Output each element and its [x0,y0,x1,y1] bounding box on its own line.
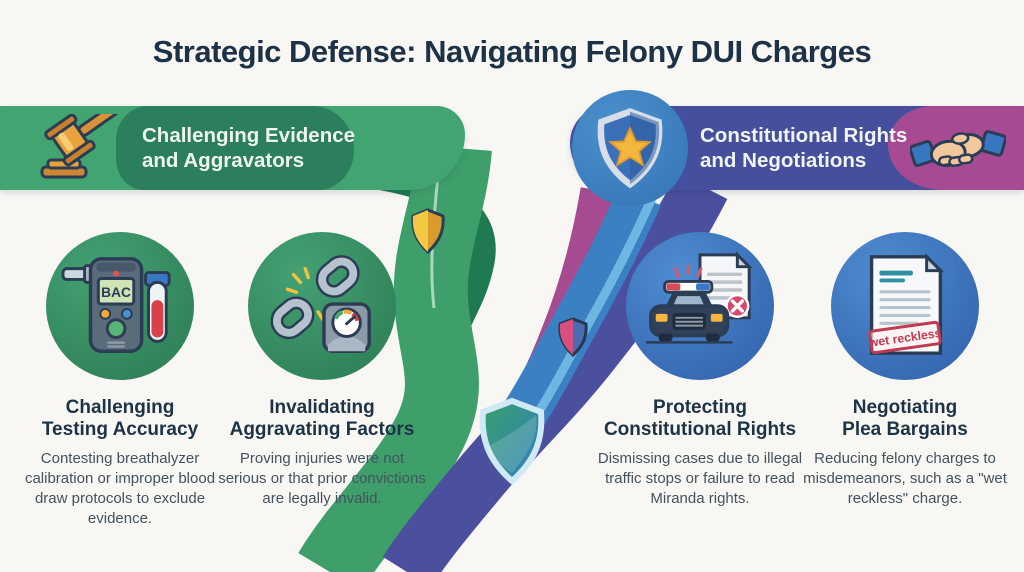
card-heading-line1: Protecting [653,397,747,418]
card-heading-line2: Testing Accuracy [41,419,199,441]
handshake-icon [910,130,1006,167]
card-heading-line1: Invalidating [269,397,375,418]
card-heading-line1: Challenging [65,397,175,418]
icon-circle: BAC [46,232,194,380]
icon-circle [626,232,774,380]
banner-dark-shape [116,106,354,190]
bac-display-label: BAC [101,285,131,300]
card-plea-bargains: wet reckless Negotiating Plea Bargains R… [799,232,1011,509]
card-heading-line2: Plea Bargains [842,419,968,441]
card-constitutional-rights: Protecting Constitutional Rights Dismiss… [594,232,806,509]
page-title: Strategic Defense: Navigating Felony DUI… [152,34,872,69]
large-teal-shield-icon [479,397,545,485]
banner-title-line1: Constitutional Rights [700,124,908,147]
card-body: Dismissing cases due to illegal traffic … [597,449,803,507]
broken-chain-scale-icon [270,255,371,353]
icon-circle [248,232,396,380]
banner-title-line1: Challenging Evidence [142,124,356,147]
card-heading-line1: Negotiating [852,397,958,418]
police-car-document-icon [645,251,753,344]
card-heading: Invalidating Aggravating Factors [230,397,415,442]
document-lines [706,272,743,300]
shield-star-icon [597,108,663,189]
breathalyzer-blood-vial-icon: BAC [61,257,171,353]
card-aggravating-factors: Invalidating Aggravating Factors Proving… [216,232,428,509]
section-banner-rights: Constitutional Rights and Negotiations [570,90,1024,206]
card-testing-accuracy: BAC Challenging Testing Accuracy Contest… [14,232,226,529]
card-heading: Challenging Testing Accuracy [42,397,198,442]
banner-title-line2: and Negotiations [700,149,867,172]
pink-blue-shield-icon [558,317,588,358]
card-body: Contesting breathalyzer calibration or i… [24,449,216,528]
gold-shield-icon [411,208,445,255]
section-banner-evidence: Challenging Evidence and Aggravators [0,106,465,190]
banner-title-rights: Constitutional Rights and Negotiations [700,123,907,173]
card-heading-line2: Constitutional Rights [603,419,797,441]
gavel-icon [40,114,120,179]
siren-spark-lines [673,264,703,278]
shield-badge-circle [572,90,688,206]
banner-title-line2: and Aggravators [142,149,305,172]
card-body: Reducing felony charges to misdemeanors,… [803,449,1007,507]
card-heading: Negotiating Plea Bargains [842,397,968,442]
card-heading-line2: Aggravating Factors [229,419,415,441]
document-stamp-icon: wet reckless [867,253,944,355]
icon-circle: wet reckless [831,232,979,380]
break-spark-lines [285,266,325,322]
document-lines [879,290,931,325]
banner-title-evidence: Challenging Evidence and Aggravators [142,123,355,173]
card-heading: Protecting Constitutional Rights [604,397,796,442]
card-body: Proving injuries were not serious or tha… [218,449,426,507]
